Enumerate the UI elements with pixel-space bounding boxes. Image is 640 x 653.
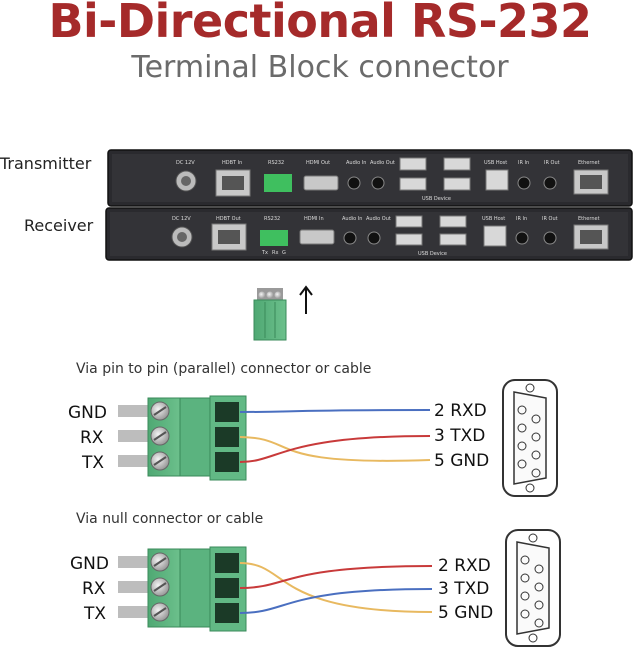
parallel-db9-connector: [502, 379, 558, 497]
parallel-caption: Via pin to pin (parallel) connector or c…: [76, 361, 372, 377]
receiver-device: [105, 207, 633, 261]
null-db9-gnd: 5 GND: [438, 603, 494, 623]
null-db9-rxd: 2 RXD: [438, 556, 491, 576]
rx-label-ethernet: Ethernet: [578, 216, 600, 222]
parallel-pin-rx: RX: [80, 428, 104, 448]
tx-label-ir-out: IR Out: [544, 160, 560, 166]
rx-label-ir-in: IR In: [516, 216, 527, 222]
rx-rs232-pin-tx: Tx: [261, 250, 268, 256]
diagram-title: Bi-Directional RS-232: [48, 0, 592, 48]
transmitter-panel-labels: DC 12V HDBT In RS232 HDMI Out Audio In A…: [176, 160, 600, 202]
rx-label-ir-out: IR Out: [542, 216, 558, 222]
tx-label-hdmi: HDMI Out: [306, 160, 330, 166]
parallel-pin-tx: TX: [82, 453, 105, 473]
parallel-terminal-block: [118, 395, 247, 481]
tx-label-usb-device: USB Device: [422, 196, 451, 202]
tx-label-audio-out: Audio Out: [370, 160, 395, 166]
null-pin-rx: RX: [82, 579, 106, 599]
transmitter-label: Transmitter: [0, 154, 92, 173]
parallel-db9-rxd: 2 RXD: [434, 401, 487, 421]
null-caption: Via null connector or cable: [76, 511, 264, 527]
transmitter-device: [107, 149, 633, 207]
null-wires: [239, 562, 433, 614]
tx-label-usb-host: USB Host: [484, 160, 507, 166]
diagram-subtitle: Terminal Block connector: [131, 50, 509, 85]
null-pin-tx: TX: [84, 604, 107, 624]
rx-rs232-pin-rx: Rx: [272, 250, 278, 256]
tx-label-hdbt: HDBT In: [222, 160, 242, 166]
null-db9-connector: [505, 529, 561, 647]
null-pin-gnd: GND: [70, 554, 109, 574]
rx-label-hdmi: HDMI In: [304, 216, 324, 222]
rx-label-usb-host: USB Host: [482, 216, 505, 222]
rx-label-audio-in: Audio In: [342, 216, 362, 222]
null-terminal-block: [118, 546, 247, 632]
rx-label-audio-out: Audio Out: [366, 216, 391, 222]
rx-label-usb-device: USB Device: [418, 251, 447, 257]
receiver-label: Receiver: [24, 216, 94, 235]
tx-label-ir-in: IR In: [518, 160, 529, 166]
rx-rs232-pin-g: G: [282, 250, 286, 256]
rx-label-dc: DC 12V: [172, 216, 191, 222]
rx-label-hdbt: HDBT Out: [216, 216, 241, 222]
parallel-db9-txd: 3 TXD: [434, 426, 486, 446]
parallel-db9-gnd: 5 GND: [434, 451, 490, 471]
tx-label-dc: DC 12V: [176, 160, 195, 166]
rx-label-rs232: RS232: [264, 216, 280, 222]
tx-label-rs232: RS232: [268, 160, 284, 166]
tx-label-ethernet: Ethernet: [578, 160, 600, 166]
parallel-pin-gnd: GND: [68, 403, 107, 423]
up-arrow-icon: [299, 285, 313, 314]
tx-label-audio-in: Audio In: [346, 160, 366, 166]
null-db9-txd: 3 TXD: [438, 579, 490, 599]
receiver-panel-labels: DC 12V HDBT Out RS232 HDMI In Audio In A…: [172, 216, 600, 257]
terminal-plug-small: [253, 288, 287, 341]
parallel-wires: [239, 409, 431, 463]
